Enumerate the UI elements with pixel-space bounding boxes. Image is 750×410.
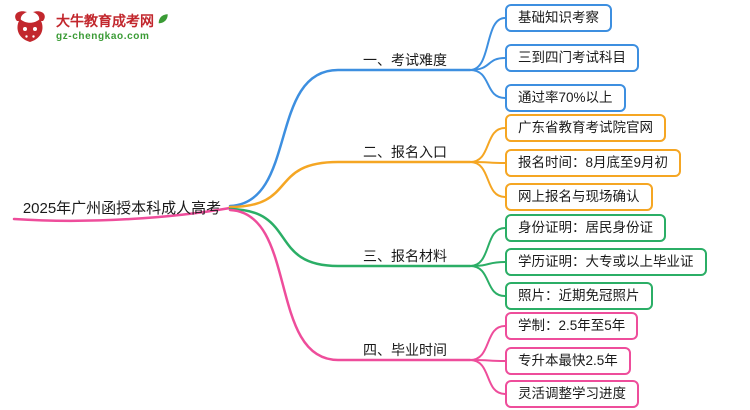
branch4-leaf1-connector xyxy=(469,325,506,361)
leaf-node[interactable]: 灵活调整学习进度 xyxy=(505,380,639,408)
branch-node-registration-entry[interactable]: 二、报名入口 xyxy=(363,144,447,160)
branch4-leaf3-connector xyxy=(469,359,506,395)
leaf-node[interactable]: 三到四门考试科目 xyxy=(505,44,639,72)
branch4-leaf2-connector xyxy=(469,359,506,362)
branch2-leaf3-connector xyxy=(469,161,506,198)
leaf-node[interactable]: 网上报名与现场确认 xyxy=(505,183,653,211)
leaf-node[interactable]: 报名时间：8月底至9月初 xyxy=(505,149,682,177)
leaf-node[interactable]: 学历证明：大专或以上毕业证 xyxy=(505,248,707,276)
branch1-leaf2-connector xyxy=(469,57,506,71)
leaf-node[interactable]: 广东省教育考试院官网 xyxy=(505,114,666,142)
root-branch4-connector xyxy=(228,208,472,362)
root-node[interactable]: 2025年广州函授本科成人高考 xyxy=(22,200,222,217)
leaf-node[interactable]: 学制：2.5年至5年 xyxy=(505,312,639,340)
branch3-leaf1-connector xyxy=(469,227,506,267)
leaf-node[interactable]: 照片：近期免冠照片 xyxy=(505,282,653,310)
leaf-node[interactable]: 身份证明：居民身份证 xyxy=(505,214,666,242)
leaf-node[interactable]: 通过率70%以上 xyxy=(505,84,626,112)
leaf-icon xyxy=(158,14,168,24)
logo[interactable]: 大牛教育成考网 gz-chengkao.com xyxy=(10,8,169,48)
leaf-node[interactable]: 基础知识考察 xyxy=(505,4,612,32)
branch2-leaf2-connector xyxy=(469,161,506,164)
branch-node-registration-materials[interactable]: 三、报名材料 xyxy=(363,248,447,264)
branch2-leaf1-connector xyxy=(469,127,506,163)
bull-head-icon xyxy=(15,11,45,42)
leaf-node[interactable]: 专升本最快2.5年 xyxy=(505,347,631,375)
branch-node-graduation-time[interactable]: 四、毕业时间 xyxy=(363,342,447,358)
root-branch2-connector xyxy=(228,160,472,209)
branch3-leaf3-connector xyxy=(469,265,506,297)
logo-title: 大牛教育成考网 xyxy=(56,13,154,29)
branch1-leaf1-connector xyxy=(469,17,506,71)
branch1-leaf3-connector xyxy=(469,69,506,99)
logo-subtitle: gz-chengkao.com xyxy=(56,30,150,42)
logo-text: 大牛教育成考网 gz-chengkao.com xyxy=(56,13,169,43)
root-branch1-connector xyxy=(228,68,472,208)
branch-node-exam-difficulty[interactable]: 一、考试难度 xyxy=(363,52,447,68)
branch3-leaf2-connector xyxy=(469,261,506,267)
